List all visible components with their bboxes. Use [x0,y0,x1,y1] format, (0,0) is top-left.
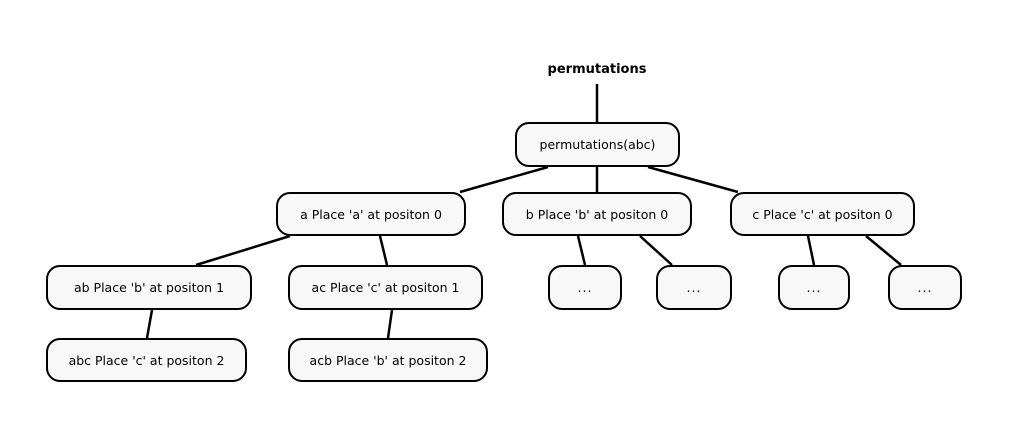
tree-node-b[interactable]: b Place 'b' at positon 0 [502,192,692,236]
tree-node-abc[interactable]: abc Place 'c' at positon 2 [46,338,247,382]
tree-node-root[interactable]: permutations(abc) [515,122,680,167]
edge-c-cdots2 [865,235,902,266]
tree-node-label: ... [577,280,593,295]
tree-node-bdots2[interactable]: ... [656,265,732,310]
tree-node-label: ... [917,280,933,295]
tree-node-a[interactable]: a Place 'a' at positon 0 [276,192,466,236]
tree-node-bdots1[interactable]: ... [548,265,622,310]
tree-node-label: abc Place 'c' at positon 2 [68,352,225,368]
edge-c-cdots1 [806,235,816,266]
tree-node-acb[interactable]: acb Place 'b' at positon 2 [288,338,488,382]
tree-node-cdots2[interactable]: ... [888,265,962,310]
tree-node-ab[interactable]: ab Place 'b' at positon 1 [46,265,252,310]
tree-node-label: ... [806,280,822,295]
tree-node-label: permutations(abc) [539,137,656,152]
tree-node-ac[interactable]: ac Place 'c' at positon 1 [288,265,483,310]
tree-node-label: b Place 'b' at positon 0 [525,206,669,222]
edge-root-a [459,165,549,194]
tree-node-cdots1[interactable]: ... [778,265,850,310]
tree-node-label: a Place 'a' at positon 0 [300,206,442,222]
edge-b-bdots1 [576,235,587,266]
edge-root-c [647,165,739,194]
edge-ac-acb [386,309,394,339]
tree-node-c[interactable]: c Place 'c' at positon 0 [730,192,915,236]
tree-node-label: c Place 'c' at positon 0 [752,206,893,222]
tree-node-label: ab Place 'b' at positon 1 [73,280,225,295]
edge-b-bdots2 [639,235,673,266]
diagram-title: permutations [547,62,647,77]
tree-node-label: ac Place 'c' at positon 1 [311,280,460,295]
tree-node-label: ... [686,280,702,295]
edge-a-ab [195,234,291,267]
edge-a-ac [378,235,389,266]
tree-node-label: acb Place 'b' at positon 2 [309,352,467,368]
edge-ab-abc [145,309,154,339]
